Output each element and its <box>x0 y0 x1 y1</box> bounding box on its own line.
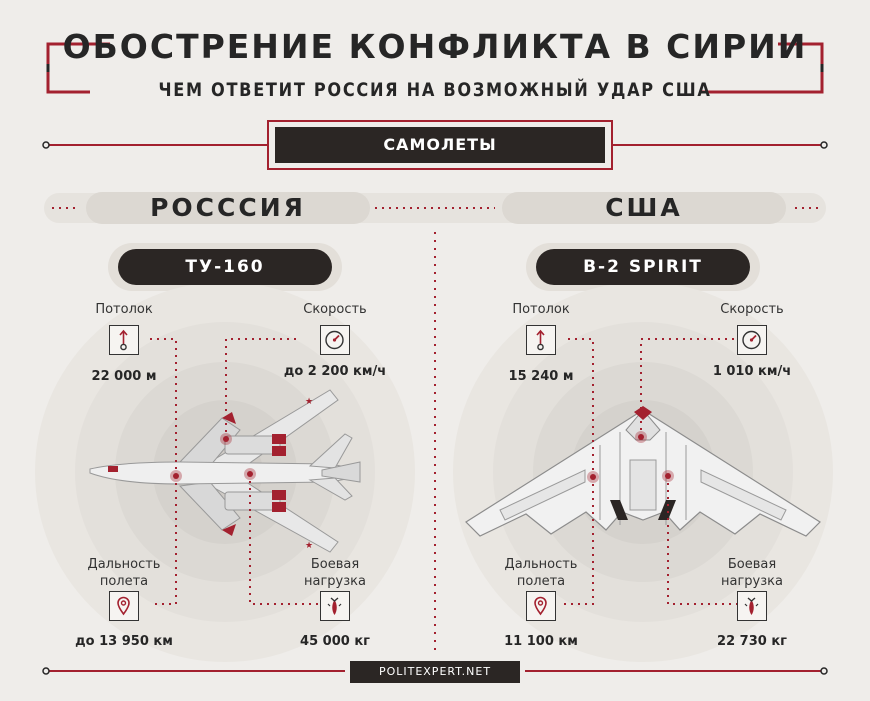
usa-speed-label: Скорость <box>720 302 784 317</box>
plane-title-b2: B-2 SPIRIT <box>536 249 750 285</box>
usa-payload-label-line2: нагрузка <box>721 574 783 589</box>
map-pin-icon <box>526 591 556 621</box>
usa-payload-value: 22 730 кг <box>717 634 787 649</box>
page-subtitle: ЧЕМ ОТВЕТИТ РОССИЯ НА ВОЗМОЖНЫЙ УДАР США <box>158 79 712 101</box>
page-title: ОБОСТРЕНИЕ КОНФЛИКТА В СИРИИ <box>62 27 808 66</box>
country-russia: РОСССИЯ <box>86 192 370 224</box>
russia-range-label-line1: Дальность <box>87 557 161 572</box>
b2-plane-illustration <box>465 406 821 537</box>
section-label: САМОЛЕТЫ <box>275 127 605 163</box>
russia-ceiling-label: Потолок <box>95 302 153 317</box>
russia-payload-label-line1: Боевая <box>310 557 360 572</box>
usa-payload-label: Боевая нагрузка <box>702 556 802 590</box>
russia-ceiling-value: 22 000 м <box>91 369 157 384</box>
thermometer-icon <box>109 325 139 355</box>
bomb-icon <box>320 591 350 621</box>
russia-payload-label-line2: нагрузка <box>304 574 366 589</box>
map-pin-icon <box>109 591 139 621</box>
svg-text:★: ★ <box>305 397 313 407</box>
bomb-icon <box>737 591 767 621</box>
russia-payload-label: Боевая нагрузка <box>285 556 385 590</box>
usa-range-value: 11 100 км <box>504 634 578 649</box>
russia-range-label: Дальность полета <box>74 556 174 590</box>
speedometer-icon <box>320 325 350 355</box>
usa-range-label: Дальность полета <box>491 556 591 590</box>
country-usa: США <box>502 192 786 224</box>
russia-range-value: до 13 950 км <box>75 634 173 649</box>
source-footer[interactable]: POLITEXPERT.NET <box>350 661 520 683</box>
usa-range-label-line2: полета <box>516 574 566 589</box>
russia-speed-value: до 2 200 км/ч <box>283 364 387 379</box>
russia-range-label-line2: полета <box>99 574 149 589</box>
usa-payload-label-line1: Боевая <box>727 557 777 572</box>
usa-ceiling-value: 15 240 м <box>508 369 574 384</box>
usa-speed-value: 1 010 км/ч <box>712 364 792 379</box>
thermometer-icon <box>526 325 556 355</box>
plane-title-tu160: ТУ-160 <box>118 249 332 285</box>
usa-range-label-line1: Дальность <box>504 557 578 572</box>
speedometer-icon <box>737 325 767 355</box>
russia-speed-label: Скорость <box>303 302 367 317</box>
russia-payload-value: 45 000 кг <box>300 634 370 649</box>
usa-ceiling-label: Потолок <box>512 302 570 317</box>
svg-text:★: ★ <box>305 541 313 551</box>
